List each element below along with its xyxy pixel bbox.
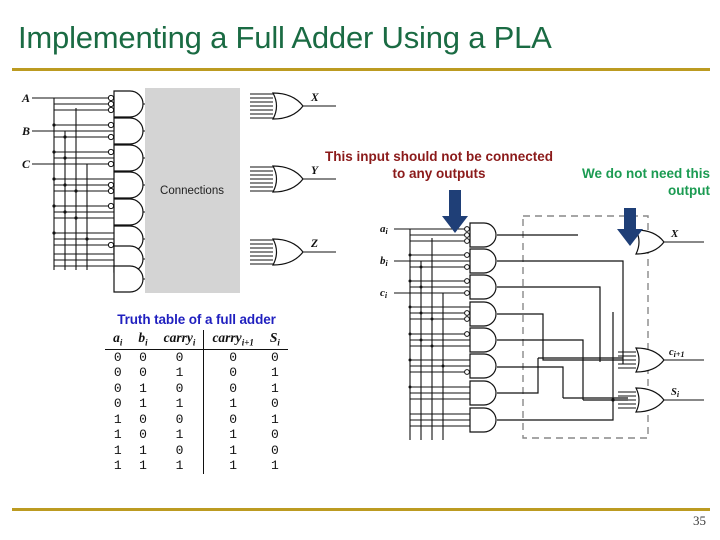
table-cell: 0 <box>203 411 262 428</box>
table-cell: 1 <box>139 380 147 396</box>
pla-output-label-x: X <box>310 92 319 104</box>
fa-product-lines <box>410 228 470 427</box>
pla-input-label-c: C <box>22 157 31 171</box>
table-cell: 0 <box>270 427 279 443</box>
fa-input-label-ai: ai <box>380 223 389 236</box>
table-cell: 1 <box>113 442 122 458</box>
table-cell: 1 <box>113 458 122 474</box>
fa-output-label-sum: Si <box>671 387 680 399</box>
table-cell: 0 <box>270 442 279 458</box>
table-cell: 0 <box>113 365 122 381</box>
fa-output-label-carry: ci+1 <box>669 347 684 359</box>
fa-interconnect-wires <box>497 234 628 421</box>
table-cell: 1 <box>203 427 262 443</box>
table-header-si: Si <box>261 330 288 350</box>
pla-input-label-b: B <box>21 124 30 138</box>
table-cell: 1 <box>270 411 279 427</box>
table-cell: 0 <box>113 380 122 396</box>
table-cell: 1 <box>203 442 262 459</box>
fa-input-label-ci: ci <box>380 287 388 300</box>
table-header-row: ai bi carryi carryi+1 Si <box>105 330 288 350</box>
fa-or-junction-dots <box>611 398 615 402</box>
table-cell: 1 <box>175 458 184 474</box>
connections-box-label: Connections <box>160 185 224 197</box>
pla-inversion-bubbles <box>107 94 115 249</box>
fa-or-gate-array <box>635 229 665 413</box>
footer-divider <box>12 508 710 511</box>
pla-junction-dots <box>52 123 89 241</box>
pla-product-lines <box>54 97 114 267</box>
table-cell: 0 <box>139 411 147 427</box>
table-cell: 1 <box>113 427 122 443</box>
table-cell: 1 <box>203 458 262 474</box>
table-cell: 0 <box>175 349 184 365</box>
table-cell: 1 <box>175 396 184 412</box>
pla-vertical-bus <box>53 98 88 270</box>
table-cell: 1 <box>270 365 279 381</box>
fa-or-outputs <box>664 241 704 401</box>
annotation-output-not-needed: We do not need this output <box>582 166 710 198</box>
fa-input-label-bi: bi <box>380 255 389 268</box>
table-cell: 0 <box>203 380 262 397</box>
page-title: Implementing a Full Adder Using a PLA <box>18 20 552 55</box>
fa-inversion-bubbles <box>464 226 470 375</box>
table-cell: 0 <box>203 365 262 381</box>
page-number: 35 <box>693 513 706 528</box>
table-cell: 1 <box>139 396 147 412</box>
pla-and-gate-array <box>113 90 144 293</box>
pla-output-label-y: Y <box>311 165 319 177</box>
table-cell: 0 <box>175 442 184 458</box>
truth-table-block: Truth table of a full adder ai bi carryi… <box>74 312 319 474</box>
pla-fulladder-diagram: ai bi ci <box>378 212 708 462</box>
table-cell: 1 <box>175 365 184 381</box>
fa-or-input-combs <box>618 351 636 409</box>
fa-junction-dots <box>408 253 445 389</box>
table-cell: 0 <box>113 396 122 412</box>
table-cell: 0 <box>139 427 147 443</box>
pla-or-gate-array <box>272 92 304 266</box>
table-cell: 0 <box>139 365 147 381</box>
pla-input-label-a: A <box>21 91 30 105</box>
table-cell: 1 <box>270 380 279 396</box>
annotation-input-not-connected: This input should not be connected to an… <box>325 149 553 181</box>
table-cell: 0 <box>175 380 184 396</box>
truth-table-caption: Truth table of a full adder <box>117 312 276 327</box>
table-cell: 1 <box>113 411 122 427</box>
table-cell: 0 <box>175 411 184 427</box>
pla-generic-diagram: A B C <box>18 88 338 298</box>
table-header-ai: ai <box>105 330 131 350</box>
fa-and-gate-array <box>469 222 497 433</box>
table-cell: 0 <box>203 349 262 366</box>
table-cell: 0 <box>113 349 122 365</box>
table-cell: 0 <box>270 349 279 365</box>
table-cell: 0 <box>139 349 147 365</box>
table-cell: 0 <box>270 396 279 412</box>
table-cell: 1 <box>139 458 147 474</box>
title-divider <box>12 68 710 71</box>
fa-output-label-x: X <box>670 228 679 240</box>
table-header-bi: bi <box>130 330 156 350</box>
table-header-carryi1: carryi+1 <box>203 330 262 350</box>
fa-connection-box-dashed <box>522 215 649 439</box>
pla-output-label-z: Z <box>310 238 318 250</box>
table-header-carryi: carryi <box>155 330 204 350</box>
connections-box <box>145 88 240 293</box>
table-cell: 1 <box>139 442 147 458</box>
pla-or-outputs <box>303 105 336 253</box>
table-cell: 1 <box>203 396 262 412</box>
table-cell: 1 <box>270 458 279 474</box>
pla-or-input-combs <box>250 93 273 265</box>
table-cell: 1 <box>175 427 184 443</box>
